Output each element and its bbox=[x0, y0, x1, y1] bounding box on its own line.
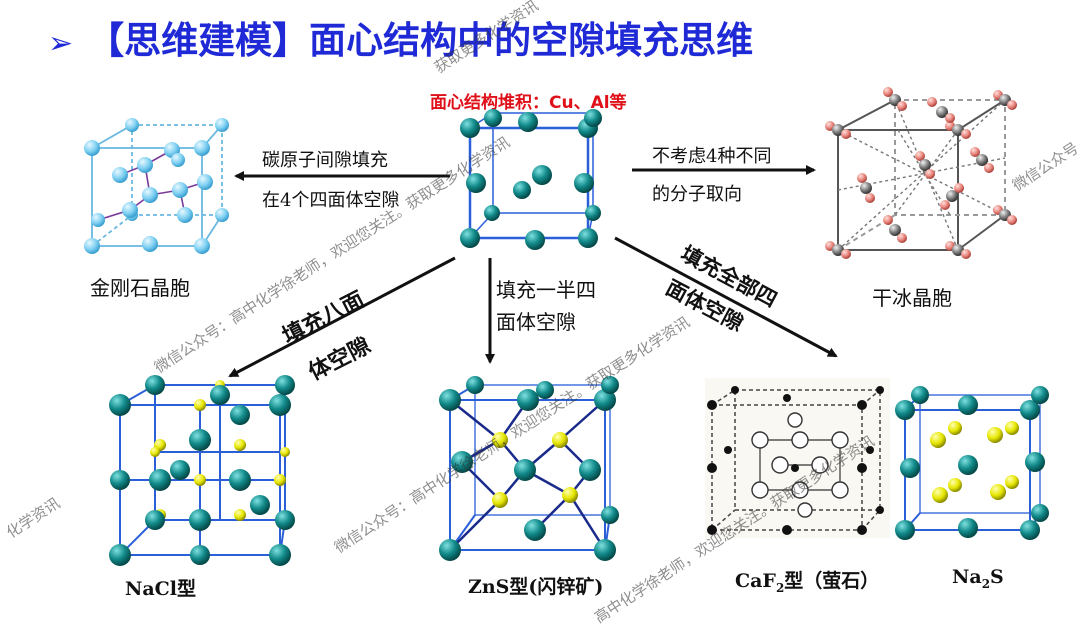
half-tetra-label-1: 填充一半四 bbox=[496, 278, 596, 302]
arrow-to-nacl bbox=[228, 256, 456, 378]
arrows bbox=[228, 165, 838, 378]
title-text: 【思维建模】面心结构中的空隙填充思维 bbox=[87, 19, 754, 62]
zns-label: ZnS型(闪锌矿) bbox=[468, 576, 604, 598]
bullet-arrow-icon: ➢ bbox=[48, 26, 74, 61]
zns-cell bbox=[439, 376, 619, 561]
arrow-right-label-1: 不考虑4种不同 bbox=[652, 146, 772, 167]
diamond-label: 金刚石晶胞 bbox=[90, 276, 190, 300]
arrow-left-label-1: 碳原子间隙填充 bbox=[262, 150, 388, 171]
fcc-cell bbox=[460, 109, 602, 250]
na2s-cell bbox=[895, 386, 1049, 540]
arrow-left-label-2: 在4个四面体空隙 bbox=[262, 190, 400, 211]
co2-molecules bbox=[825, 87, 1017, 259]
na2s-label: Na2S bbox=[952, 566, 1004, 591]
caf2-cell bbox=[705, 378, 890, 538]
arrow-to-caf2 bbox=[614, 236, 838, 358]
page-title: ➢ 【思维建模】面心结构中的空隙填充思维 bbox=[48, 10, 753, 64]
diamond-cell bbox=[84, 118, 229, 254]
nacl-label: NaCl型 bbox=[125, 578, 197, 600]
subtitle: 面心结构堆积：Cu、Al等 bbox=[430, 93, 627, 113]
dry-ice-label: 干冰晶胞 bbox=[872, 286, 952, 310]
dry-ice-cell bbox=[825, 87, 1017, 259]
arrow-right-label-2: 的分子取向 bbox=[652, 184, 742, 205]
nacl-cell bbox=[109, 375, 295, 566]
half-tetra-label-2: 面体空隙 bbox=[496, 310, 576, 334]
caf2-label: CaF2型（萤石） bbox=[735, 570, 880, 595]
